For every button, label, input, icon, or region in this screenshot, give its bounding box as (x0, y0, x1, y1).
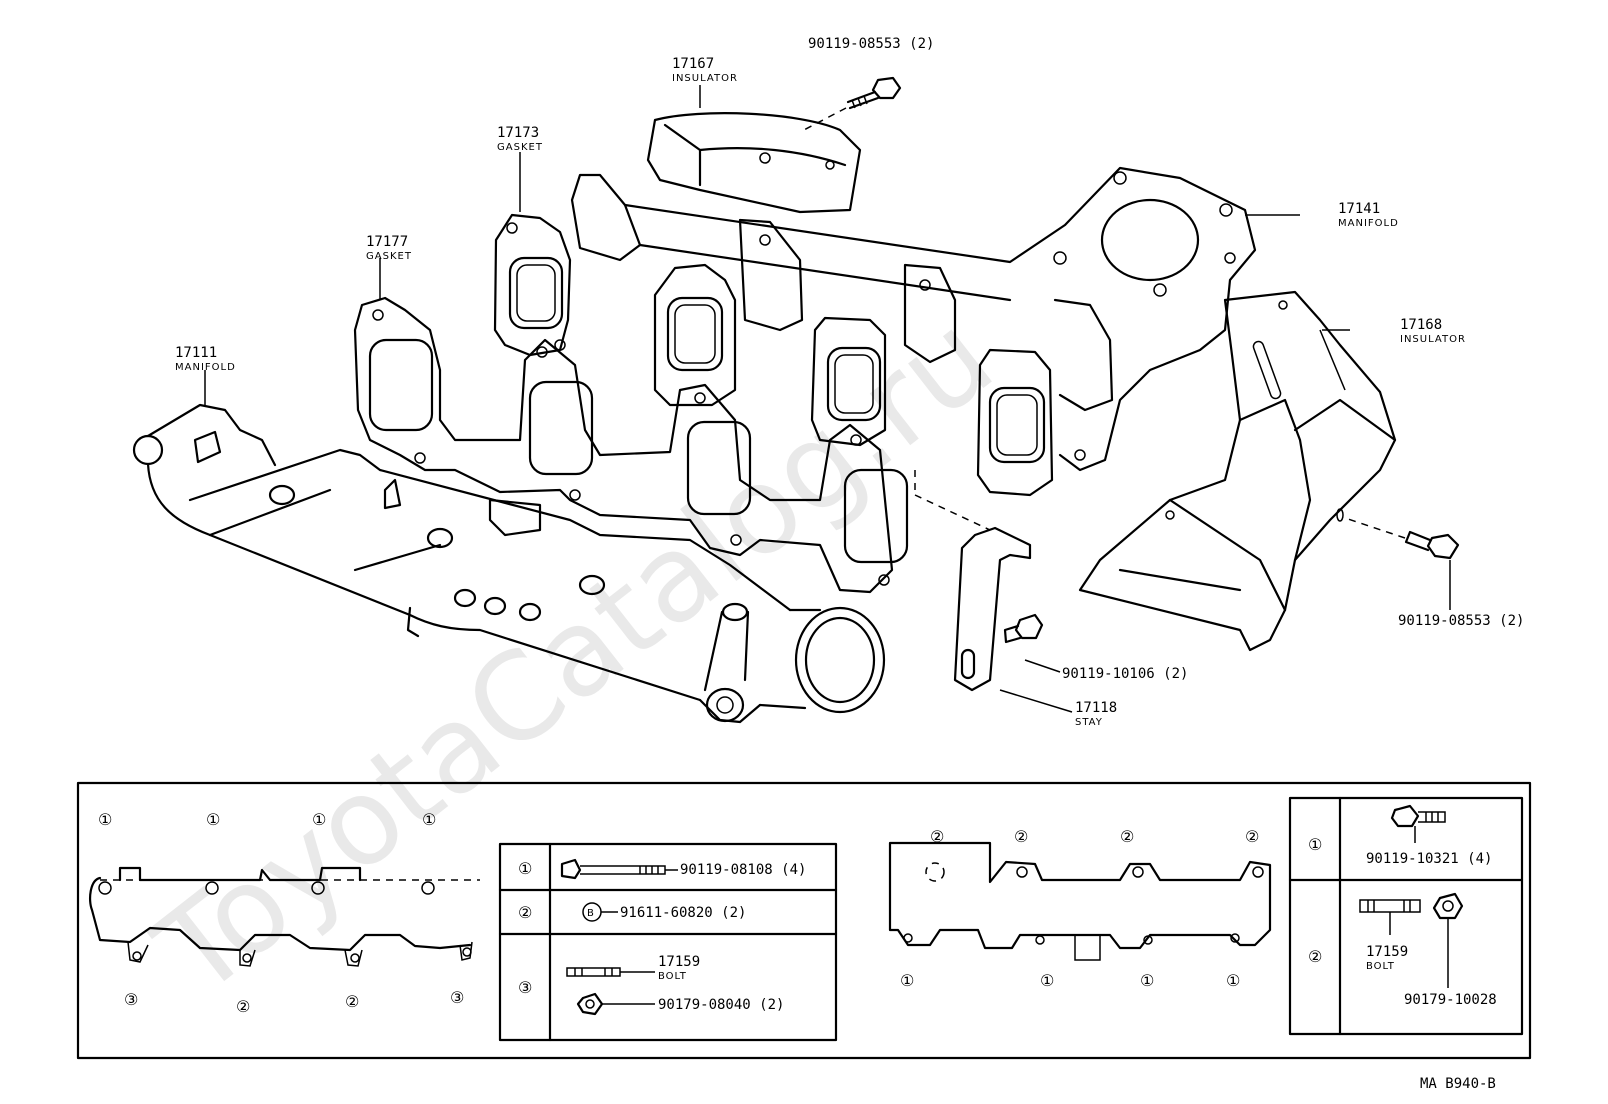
label-17118-number: 17118 (1075, 700, 1117, 716)
gasket-17177-drawing (353, 296, 909, 594)
label-17167-number: 17167 (672, 56, 714, 72)
insulator-17167-drawing (646, 112, 862, 214)
label-17118: 17118 STAY (1075, 700, 1117, 728)
inset-left-top-marker-3: ① (312, 810, 326, 829)
legend-left-row2-text: 91611-60820 (2) (620, 905, 746, 921)
inset-left-bottom-marker-4: ③ (450, 988, 464, 1007)
label-17141: 17141 MANIFOLD (1338, 201, 1399, 229)
inset-left-bottom-marker-1: ③ (124, 990, 138, 1009)
legend-right-row1-marker: ① (1308, 835, 1322, 854)
label-17111: 17111 MANIFOLD (175, 345, 236, 373)
label-17118-name: STAY (1075, 717, 1103, 728)
label-17167: 17167 INSULATOR (672, 56, 738, 84)
inset-right-top-marker-3: ② (1120, 827, 1134, 846)
insulator-17168-drawing (1078, 290, 1397, 652)
bolt-stay-drawing (1003, 613, 1044, 644)
label-17141-number: 17141 (1338, 201, 1380, 217)
inset-left-bottom-marker-2: ② (236, 997, 250, 1016)
legend-left-row3-text: 17159 (658, 954, 700, 970)
legend-right-row2-text: 17159 (1366, 944, 1408, 960)
legend-left-table (498, 842, 838, 1042)
diagram-code: MA B940-B (1420, 1076, 1496, 1092)
label-17167-name: INSULATOR (672, 73, 738, 84)
label-17173-number: 17173 (497, 125, 539, 141)
legend-right-row2-marker: ② (1308, 947, 1322, 966)
legend-left-row1-marker: ① (518, 859, 532, 878)
inset-left-top-marker-1: ① (98, 810, 112, 829)
inset-frame (76, 781, 1532, 1060)
legend-right-row1-text: 90119-10321 (4) (1366, 851, 1492, 867)
legend-left-row3-text2: 90179-08040 (2) (658, 997, 784, 1013)
inset-left-top-marker-4: ① (422, 810, 436, 829)
label-17177-number: 17177 (366, 234, 408, 250)
label-17168-name: INSULATOR (1400, 334, 1466, 345)
gasket-17173-drawing (493, 213, 1054, 497)
inset-right-bottom-marker-4: ① (1226, 971, 1240, 990)
inset-right-top-marker-2: ② (1014, 827, 1028, 846)
inset-right-top-marker-4: ② (1245, 827, 1259, 846)
inset-right-bottom-marker-2: ① (1040, 971, 1054, 990)
legend-left-row1-text: 90119-08108 (4) (680, 862, 806, 878)
stay-17118-drawing (953, 526, 1032, 692)
manifold-17111-drawing (132, 403, 886, 724)
label-17177: 17177 GASKET (366, 234, 412, 262)
label-17173-name: GASKET (497, 142, 543, 153)
label-17141-name: MANIFOLD (1338, 218, 1399, 229)
label-17173: 17173 GASKET (497, 125, 543, 153)
legend-left-row3-marker: ③ (518, 978, 532, 997)
inset-right-manifold (888, 841, 1272, 961)
legend-right-row2-text2: 90179-10028 (1404, 992, 1497, 1008)
inset-left-top-marker-2: ① (206, 810, 220, 829)
legend-left-row2-badge: B (587, 908, 595, 919)
legend-left-row3-sub: BOLT (658, 971, 687, 982)
label-17111-number: 17111 (175, 345, 217, 361)
legend-right-row2-sub: BOLT (1366, 961, 1395, 972)
inset-right-top-marker-1: ② (930, 827, 944, 846)
inset-left-bottom-marker-3: ② (345, 992, 359, 1011)
label-17168: 17168 INSULATOR (1400, 317, 1466, 345)
bolt-top-drawing (799, 76, 902, 133)
label-90119-08553-top: 90119-08553 (2) (808, 36, 934, 52)
label-17111-name: MANIFOLD (175, 362, 236, 373)
leader-lines (204, 85, 1451, 713)
inset-right-bottom-marker-3: ① (1140, 971, 1154, 990)
legend-left-row2-marker: ② (518, 903, 532, 922)
legend-right-table (1288, 796, 1524, 1036)
label-17177-name: GASKET (366, 251, 412, 262)
inset-right-bottom-marker-1: ① (900, 971, 914, 990)
label-90119-08553-right: 90119-08553 (2) (1398, 613, 1524, 629)
bolt-right-drawing (1344, 517, 1460, 560)
inset-left-manifold (89, 866, 480, 967)
label-17168-number: 17168 (1400, 317, 1442, 333)
label-90119-10106: 90119-10106 (2) (1062, 666, 1188, 682)
manifold-17141-drawing (570, 166, 1257, 472)
